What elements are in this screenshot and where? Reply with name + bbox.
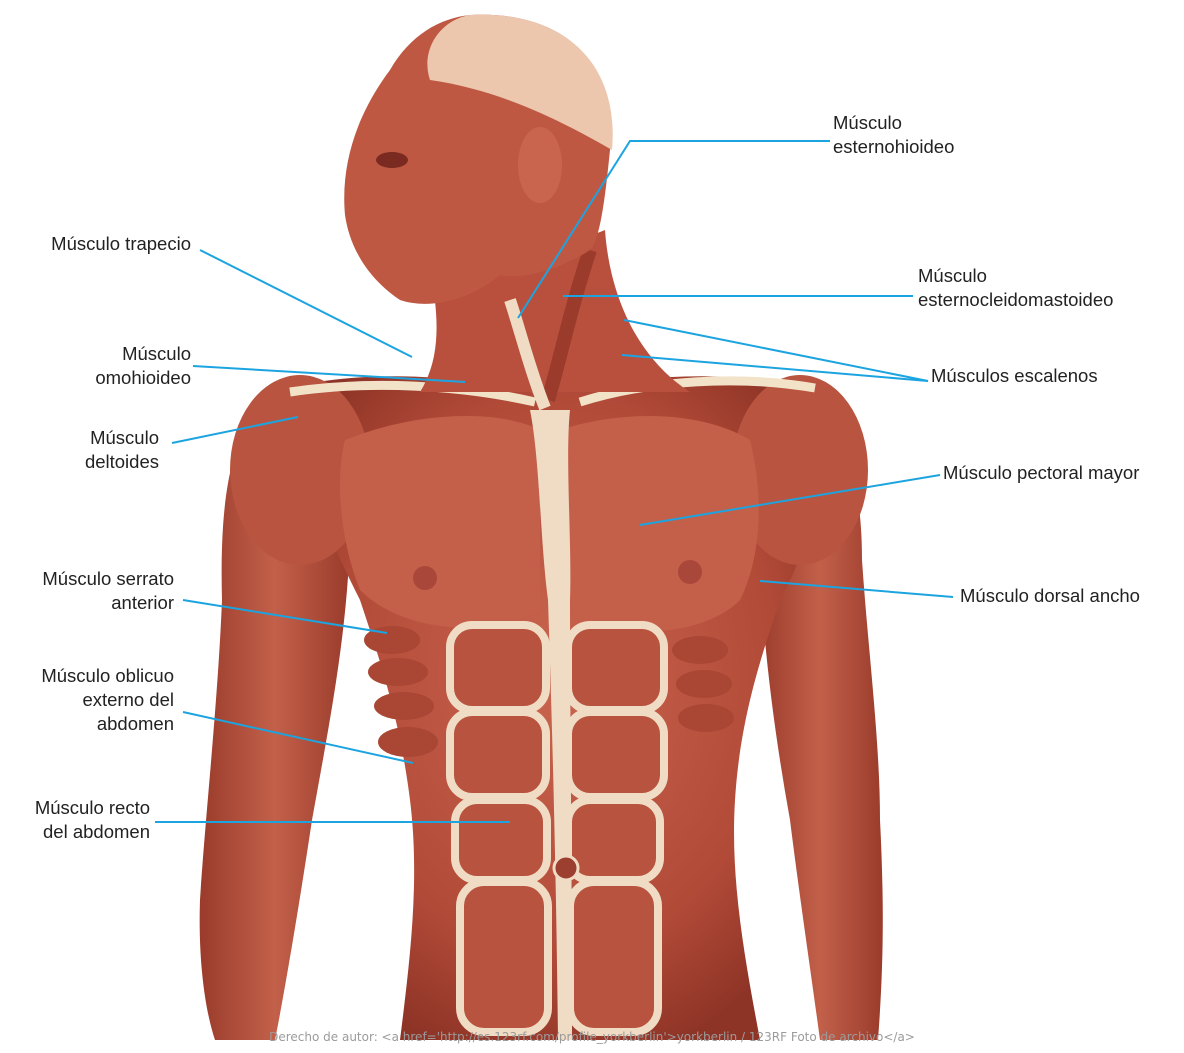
label-line: anterior [42, 591, 174, 615]
label-line: Músculo trapecio [51, 232, 191, 256]
leader-line [172, 417, 298, 443]
label-line: esternohioideo [833, 135, 954, 159]
leader-line [193, 366, 465, 382]
copyright-credit: Derecho de autor: <a href='http://es.123… [0, 1030, 1184, 1044]
label-line: Músculo recto [35, 796, 150, 820]
label-line: externo del [41, 688, 174, 712]
label-pectoral: Músculo pectoral mayor [943, 461, 1139, 485]
label-line: Músculo [95, 342, 191, 366]
label-dorsal: Músculo dorsal ancho [960, 584, 1140, 608]
leader-line [183, 712, 413, 763]
label-line: esternocleidomastoideo [918, 288, 1113, 312]
label-line: Músculo oblicuo [41, 664, 174, 688]
label-line: del abdomen [35, 820, 150, 844]
label-line: omohioideo [95, 366, 191, 390]
leader-line [518, 141, 830, 318]
label-line: Músculo [833, 111, 954, 135]
label-trapecio: Músculo trapecio [51, 232, 191, 256]
label-line: Músculo pectoral mayor [943, 461, 1139, 485]
label-line: Músculos escalenos [931, 364, 1098, 388]
leader-line [183, 600, 387, 633]
label-line: Músculo [918, 264, 1113, 288]
leader-line [760, 581, 953, 597]
label-line: deltoides [85, 450, 159, 474]
label-line: Músculo [85, 426, 159, 450]
label-line: abdomen [41, 712, 174, 736]
label-escalenos: Músculos escalenos [931, 364, 1098, 388]
label-line: Músculo serrato [42, 567, 174, 591]
leader-line [624, 320, 928, 381]
leader-line [200, 250, 412, 357]
label-line: Músculo dorsal ancho [960, 584, 1140, 608]
leader-line [640, 475, 940, 525]
leader-line [622, 355, 928, 381]
